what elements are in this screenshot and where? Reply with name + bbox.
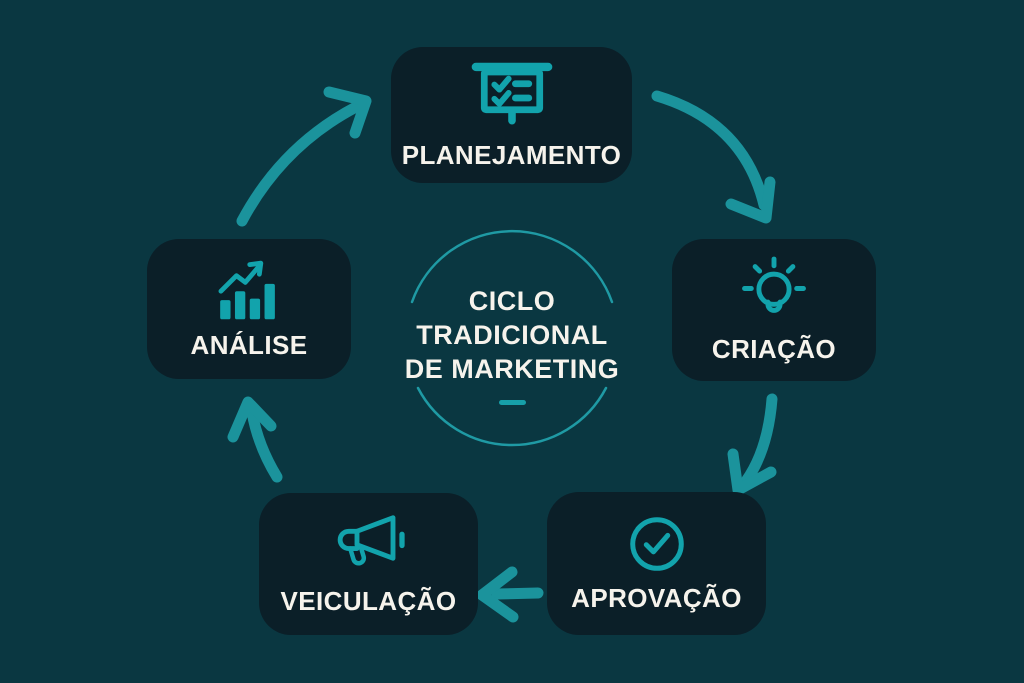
bar-chart-trend-icon (218, 260, 275, 320)
title-line-3: DE MARKETING (404, 354, 620, 384)
stage-card-criacao: CRIAÇÃO (672, 239, 876, 381)
stage-card-aprovacao: APROVAÇÃO (547, 492, 766, 635)
check-circle-icon (629, 516, 684, 571)
arrow-analise-to-planejamento (236, 86, 372, 227)
title-line-1: CICLO (468, 286, 556, 316)
presentation-checklist-icon (471, 62, 552, 124)
stage-label-planejamento: PLANEJAMENTO (401, 139, 622, 170)
arrow-criacao-to-aprovacao (727, 393, 778, 496)
stage-label-veiculacao: VEICULAÇÃO (280, 586, 457, 616)
arrow-aprovacao-to-veiculacao (476, 566, 544, 623)
title-underline-dash (498, 400, 526, 405)
stage-label-analise: ANÁLISE (190, 330, 308, 360)
stage-label-criacao: CRIAÇÃO (711, 334, 837, 364)
title-line-2: TRADICIONAL (416, 320, 608, 350)
cycle-title: CICLO TRADICIONAL DE MARKETING (0, 284, 1024, 405)
stage-card-planejamento: PLANEJAMENTO (391, 47, 632, 183)
arrow-planejamento-to-criacao (651, 90, 776, 224)
arrow-veiculacao-to-analise (227, 396, 283, 483)
stage-label-aprovacao: APROVAÇÃO (571, 582, 742, 613)
stage-card-analise: ANÁLISE (147, 239, 351, 379)
lightbulb-icon (742, 256, 806, 313)
megaphone-icon (337, 515, 405, 566)
stage-card-veiculacao: VEICULAÇÃO (259, 493, 478, 635)
